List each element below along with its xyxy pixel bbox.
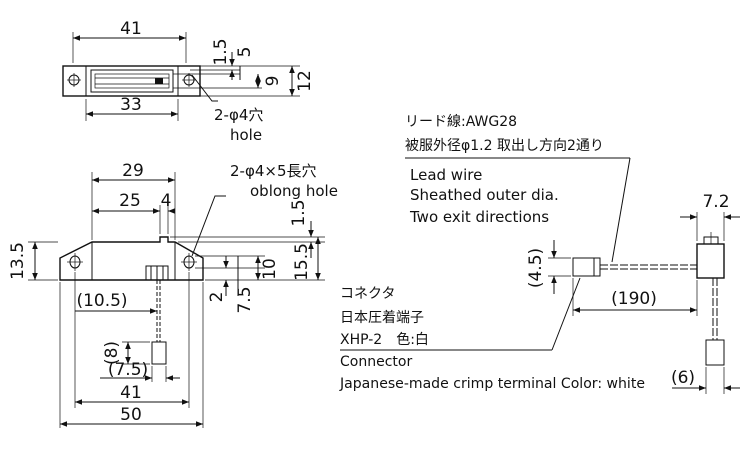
hole-label-en: hole [230,126,262,144]
dim-13-5: 13.5 [8,242,28,280]
lead-wire-jp-1: リード線:AWG28 [405,114,517,130]
top-view: 41 33 1.5 5 9 12 2-φ4穴 hole [62,19,315,144]
dim-10-5: (10.5) [76,291,127,311]
lead-wire-jp-2: 被服外径φ1.2 取出し方向2通り [405,138,604,154]
side-connector-vertical [705,339,725,366]
dim-33: 33 [120,95,142,115]
dim-9-top: 9 [263,76,283,87]
lead-wire-en-2: Sheathed outer dia. [410,186,559,204]
dim-8-paren: (8) [102,341,122,365]
dim-6-paren: (6) [671,368,695,388]
hole-label-jp: 2-φ4穴 [214,106,263,124]
dim-190-paren: (190) [611,289,657,309]
side-connector [572,257,601,277]
dim-41-front: 41 [120,383,142,403]
lead-wire-en-3: Two exit directions [409,208,549,226]
dim-7-2: 7.2 [702,192,729,212]
connector-jp-1: コネクタ [340,286,395,302]
connector-en-1: Connector [340,354,412,370]
connector-jp-3: XHP-2 色:白 [340,331,429,348]
dim-1-5-front: 1.5 [289,199,309,226]
dim-29: 29 [122,161,144,181]
dim-25: 25 [119,191,141,211]
dim-1-5-top: 1.5 [211,38,231,65]
connector-en-2: Japanese-made crimp terminal Color: whit… [339,376,645,392]
lead-wire-en-1: Lead wire [410,166,482,184]
side-body [696,243,725,279]
dim-12-top: 12 [295,70,315,92]
front-view-body [59,236,204,281]
top-view-body [62,65,201,97]
front-connector [151,341,167,365]
front-view: 29 25 4 13.5 1.5 15.5 10 2 7.5 2-φ4 [8,161,338,428]
connector-note: コネクタ 日本圧着端子 XHP-2 色:白 Connector Japanese… [339,277,645,392]
oblong-label-en: oblong hole [250,182,338,200]
dim-4-5-paren: (4.5) [526,248,546,288]
dim-7-5-paren: (7.5) [108,360,148,380]
lead-wire-note: リード線:AWG28 被服外径φ1.2 取出し方向2通り Lead wire S… [405,114,631,263]
dim-4-front: 4 [161,191,172,211]
dim-15-5: 15.5 [292,243,312,281]
dim-7-5-front: 7.5 [235,286,255,313]
dim-41-top: 41 [120,19,142,39]
top-view-terminal [155,78,163,84]
connector-jp-2: 日本圧着端子 [340,310,424,326]
dim-5-top: 5 [235,47,255,58]
oblong-label-jp: 2-φ4×5長穴 [230,162,317,180]
dim-50: 50 [120,405,142,425]
dim-10-front: 10 [260,258,280,280]
dim-2-front: 2 [207,292,227,303]
side-view: 7.2 (4.5) (190) (6) [526,192,740,394]
